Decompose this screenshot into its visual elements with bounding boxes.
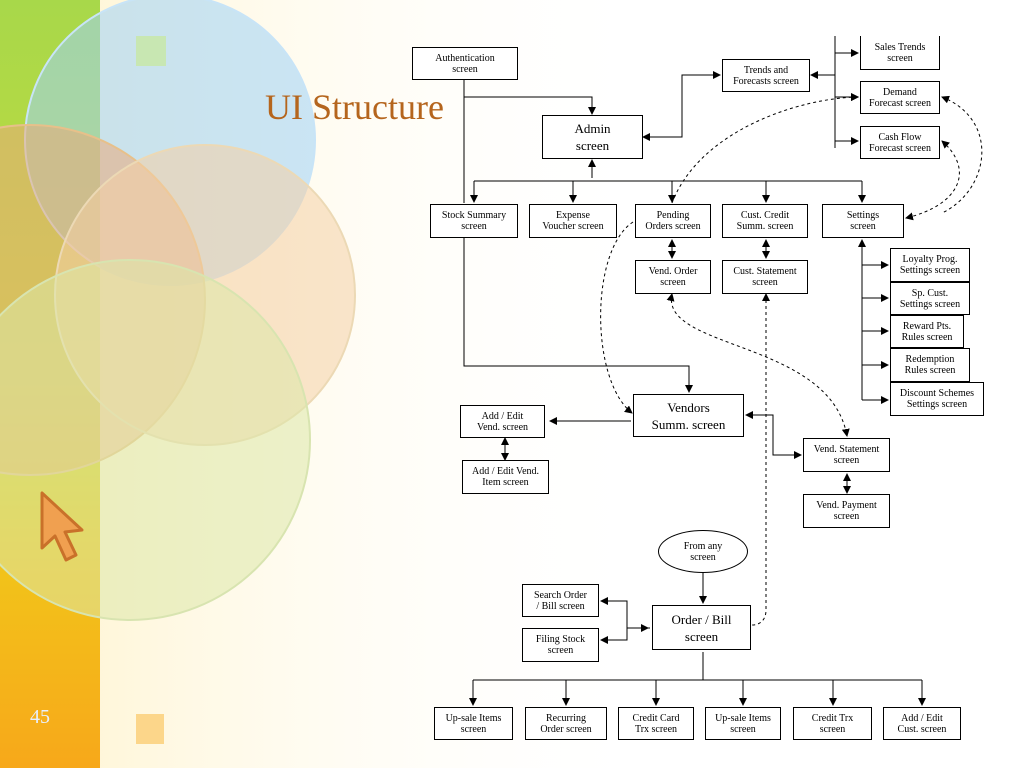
upsale-items-screen-box[interactable]: Up-sale Items screen — [434, 707, 513, 740]
vend-order-screen-box[interactable]: Vend. Order screen — [635, 260, 711, 294]
order-bill-screen-box[interactable]: Order / Bill screen — [652, 605, 751, 650]
settings-screen-box[interactable]: Settings screen — [822, 204, 904, 238]
sp-cust-settings-screen-box[interactable]: Sp. Cust. Settings screen — [890, 282, 970, 315]
connector — [600, 628, 628, 644]
vendors-summ-screen-box[interactable]: Vendors Summ. screen — [633, 394, 744, 437]
filing-stock-screen-box[interactable]: Filing Stock screen — [522, 628, 599, 662]
connector — [745, 411, 802, 459]
authentication-screen-box[interactable]: Authentication screen — [412, 47, 518, 80]
loyalty-prog-settings-screen-box[interactable]: Loyalty Prog. Settings screen — [890, 248, 970, 282]
recurring-order-screen-box[interactable]: Recurring Order screen — [525, 707, 607, 740]
search-order-bill-screen-box[interactable]: Search Order / Bill screen — [522, 584, 599, 617]
connector — [600, 597, 650, 629]
sales-trends-screen-box[interactable]: Sales Trends screen — [860, 36, 940, 70]
page-title: UI Structure — [265, 87, 444, 127]
dashed-connector — [941, 95, 983, 214]
redemption-rules-screen-box[interactable]: Redemption Rules screen — [890, 348, 970, 382]
admin-screen-box[interactable]: Admin screen — [542, 115, 643, 159]
cashflow-forecast-screen-box[interactable]: Cash Flow Forecast screen — [860, 126, 940, 159]
reward-pts-rules-screen-box[interactable]: Reward Pts. Rules screen — [890, 315, 964, 348]
dashed-connector — [671, 93, 859, 204]
cursor-icon — [40, 491, 84, 562]
dashed-connector — [905, 140, 960, 221]
decorative-square — [136, 36, 166, 66]
vend-statement-screen-box[interactable]: Vend. Statement screen — [803, 438, 890, 472]
trends-forecasts-screen-box[interactable]: Trends and Forecasts screen — [722, 59, 810, 92]
dashed-connector — [751, 293, 770, 626]
expense-voucher-screen-box[interactable]: Expense Voucher screen — [529, 204, 617, 238]
credit-trx-screen-box[interactable]: Credit Trx screen — [793, 707, 872, 740]
connector — [463, 80, 596, 115]
add-edit-vend-screen-box[interactable]: Add / Edit Vend. screen — [460, 405, 545, 438]
decorative-square — [136, 714, 164, 744]
upsale-items-screen-box[interactable]: Up-sale Items screen — [705, 707, 781, 740]
discount-schemes-settings-screen-box[interactable]: Discount Schemes Settings screen — [890, 382, 984, 416]
stock-summary-screen-box[interactable]: Stock Summary screen — [430, 204, 518, 238]
credit-card-trx-screen-box[interactable]: Credit Card Trx screen — [618, 707, 694, 740]
slide-number: 45 — [30, 706, 50, 728]
dashed-connector — [600, 221, 634, 414]
add-edit-cust-screen-box[interactable]: Add / Edit Cust. screen — [883, 707, 961, 740]
pending-orders-screen-box[interactable]: Pending Orders screen — [635, 204, 711, 238]
cust-statement-screen-box[interactable]: Cust. Statement screen — [722, 260, 808, 294]
connector — [642, 71, 721, 141]
vend-payment-screen-box[interactable]: Vend. Payment screen — [803, 494, 890, 528]
demand-forecast-screen-box[interactable]: Demand Forecast screen — [860, 81, 940, 114]
dashed-connector — [666, 293, 850, 437]
add-edit-vend-item-screen-box[interactable]: Add / Edit Vend. Item screen — [462, 460, 549, 494]
from-any-screen-ellipse: From any screen — [658, 530, 748, 573]
cust-credit-summ-screen-box[interactable]: Cust. Credit Summ. screen — [722, 204, 808, 238]
